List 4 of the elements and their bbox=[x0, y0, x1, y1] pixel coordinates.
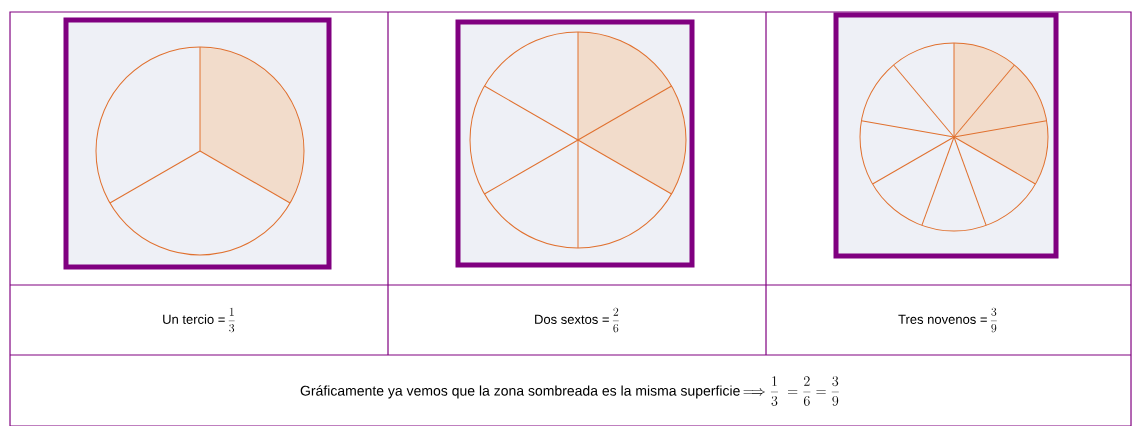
cell-text: Un tercio = $\frac{1}{3}$ bbox=[163, 307, 235, 333]
cell-text: Tres novenos = $\frac{3}{9}$ bbox=[898, 307, 997, 333]
cell-text: Gráficamente ya vemos que la zona sombreada es la misma superficie $\Longrightarrow \frac{1}{3} \;=\frac{2}{6}=\frac{3}{9}$ bbox=[300, 376, 839, 406]
cell-text: Dos sextos = $\frac{2}{6}$ bbox=[535, 307, 619, 333]
